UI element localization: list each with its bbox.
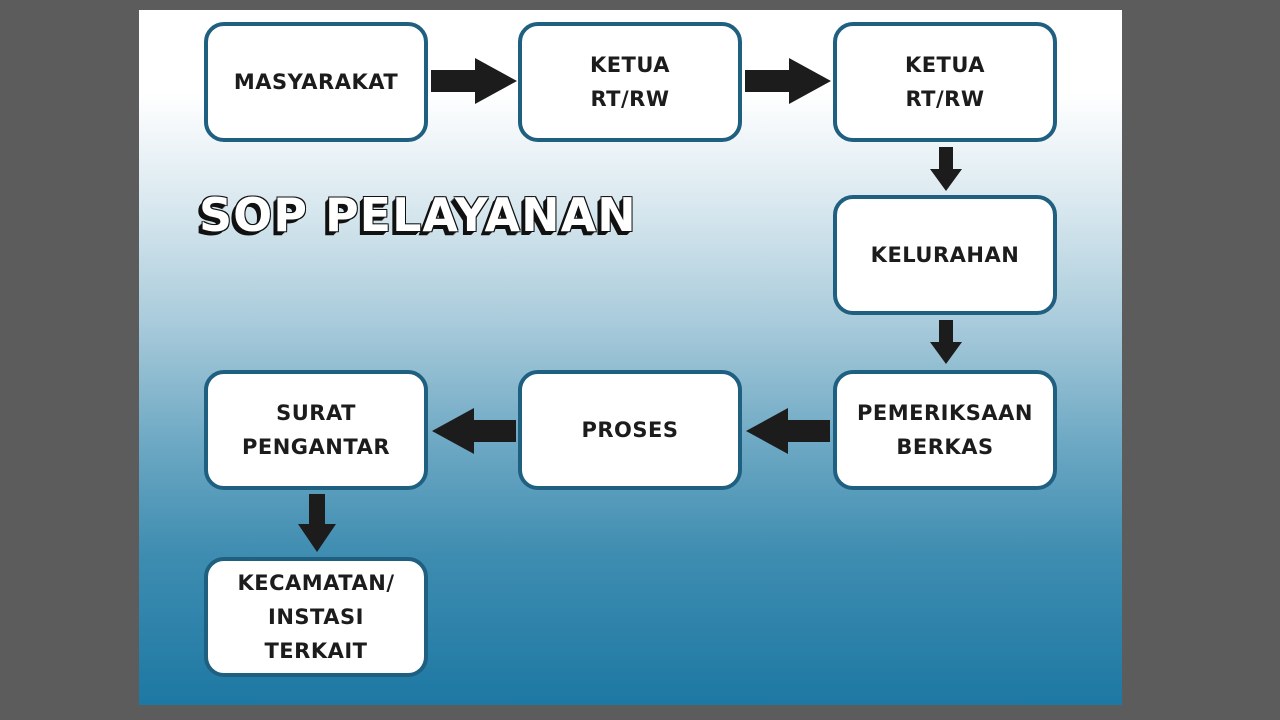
node-surat-pengantar-label: SURAT PENGANTAR (242, 401, 390, 459)
arrow-left-1 (746, 408, 830, 454)
node-pemeriksaan-berkas-label: PEMERIKSAAN BERKAS (857, 401, 1033, 459)
node-kelurahan: KELURAHAN (833, 195, 1057, 315)
node-ketua-rt-rw-2-label: KETUA RT/RW (904, 53, 986, 111)
flowchart-canvas: SOP PELAYANAN MASYARAKAT KETUA RT/RW KET… (139, 10, 1122, 705)
arrow-right-2 (745, 58, 831, 104)
node-kecamatan-label: KECAMATAN/ INSTASI TERKAIT (237, 571, 395, 663)
diagram-title: SOP PELAYANAN (199, 188, 637, 242)
arrow-down-3 (298, 494, 336, 552)
node-masyarakat: MASYARAKAT (204, 22, 428, 142)
node-ketua-rt-rw-1: KETUA RT/RW (518, 22, 742, 142)
arrow-down-2 (930, 320, 962, 364)
node-masyarakat-label: MASYARAKAT (233, 70, 399, 94)
arrow-left-2 (432, 408, 516, 454)
node-kecamatan: KECAMATAN/ INSTASI TERKAIT (204, 557, 428, 677)
node-ketua-rt-rw-2: KETUA RT/RW (833, 22, 1057, 142)
arrow-right-1 (431, 58, 517, 104)
node-kelurahan-label: KELURAHAN (870, 243, 1020, 267)
node-surat-pengantar: SURAT PENGANTAR (204, 370, 428, 490)
node-proses: PROSES (518, 370, 742, 490)
node-proses-label: PROSES (581, 418, 679, 442)
node-ketua-rt-rw-1-label: KETUA RT/RW (589, 53, 671, 111)
arrow-down-1 (930, 147, 962, 191)
node-pemeriksaan-berkas: PEMERIKSAAN BERKAS (833, 370, 1057, 490)
